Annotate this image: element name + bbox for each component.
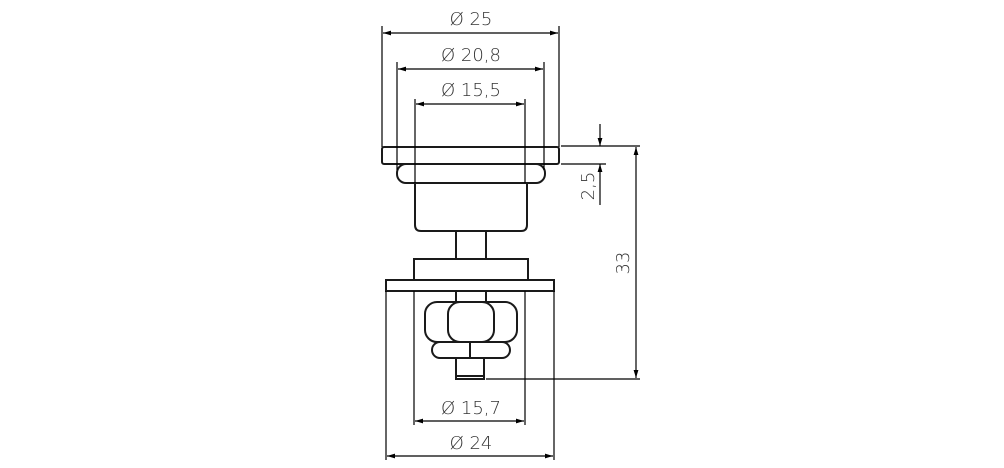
label-d20-8: Ø 20,8 [441, 45, 501, 66]
label-d15-7: Ø 15,7 [441, 398, 501, 419]
bottom-flange [385, 279, 555, 292]
label-h33: 33 [613, 252, 634, 275]
dimension-lines [383, 30, 639, 459]
cylinder-body [414, 182, 528, 232]
label-d24: Ø 24 [450, 433, 493, 454]
top-flange [381, 146, 560, 165]
lower-block [413, 258, 529, 281]
extension-lines [381, 26, 640, 460]
shaft [455, 230, 487, 260]
label-h2-5: 2,5 [578, 172, 599, 201]
dimension-labels: Ø 25 Ø 20,8 Ø 15,5 Ø 15,7 Ø 24 2,5 33 [441, 9, 634, 454]
label-d15-5: Ø 15,5 [441, 80, 501, 101]
seal-ring [396, 163, 546, 184]
part-body [381, 146, 560, 380]
hex-nut-face [447, 301, 495, 343]
bolt-end [455, 357, 485, 380]
label-d25: Ø 25 [450, 9, 493, 30]
